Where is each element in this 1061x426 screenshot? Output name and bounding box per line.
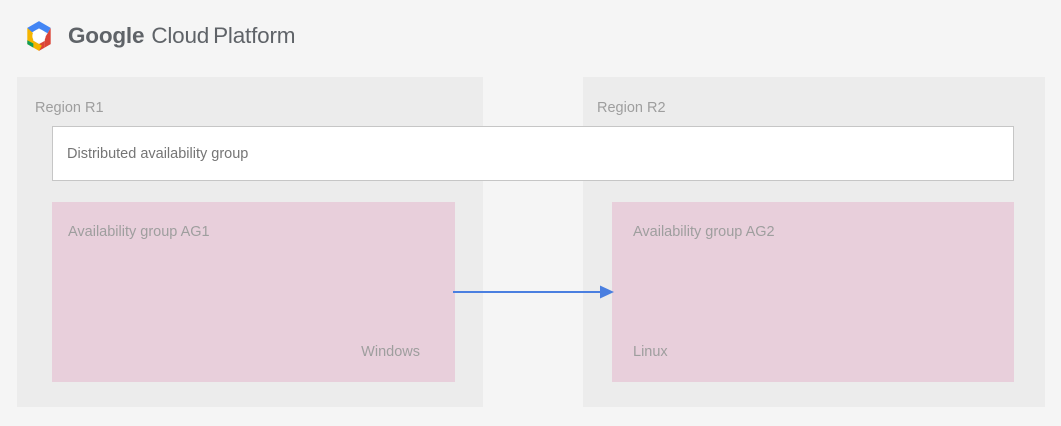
availability-group-label-ag2: Availability group AG2 <box>633 224 775 240</box>
brand-wordmark: Google Cloud Platform <box>68 23 295 49</box>
google-cloud-platform-logo-icon <box>27 21 51 51</box>
region-label-r1: Region R1 <box>35 100 104 116</box>
distributed-availability-group-box: Distributed availability group <box>52 126 1014 181</box>
distributed-availability-group-label: Distributed availability group <box>67 145 249 162</box>
availability-group-box-ag1: Availability group AG1 Windows <box>52 202 455 382</box>
brand-word-cloud: Cloud <box>151 23 210 48</box>
availability-group-label-ag1: Availability group AG1 <box>68 224 210 240</box>
os-label-linux: Linux <box>633 344 668 360</box>
brand-word-platform: Platform <box>213 23 296 48</box>
region-label-r2: Region R2 <box>597 100 666 116</box>
replication-arrow-icon <box>453 285 614 299</box>
app-header: Google Cloud Platform <box>0 0 1061 72</box>
brand-word-google: Google <box>68 23 145 48</box>
availability-group-box-ag2: Availability group AG2 Linux <box>612 202 1014 382</box>
os-label-windows: Windows <box>361 344 420 360</box>
